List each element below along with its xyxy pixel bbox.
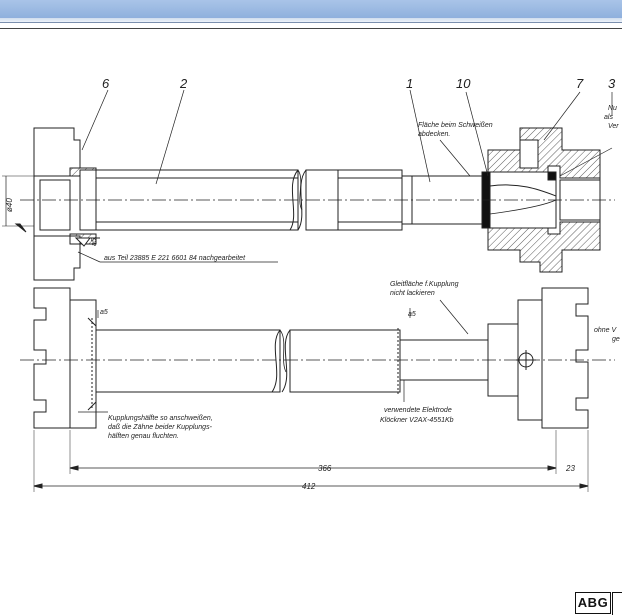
note-weld-cover-line1: Fläche beim Schweißen [418, 122, 493, 129]
note-coupling-line3: hälften genau fluchten. [108, 433, 179, 440]
company-logo: ABG [575, 592, 611, 614]
part-number-6: 6 [102, 76, 110, 91]
part-number-10: 10 [456, 76, 471, 91]
note-coupling-line1: Kupplungshälfte so anschweißen, [108, 415, 213, 422]
dimension-23: 23 [565, 464, 575, 473]
note-right-clipped-bottom-2: ge [612, 336, 620, 343]
note-electrode-line2: Klöckner V2AX-4551Kb [380, 417, 454, 424]
part-number-1: 1 [406, 76, 413, 91]
part-number-2: 2 [179, 76, 188, 91]
diameter-label: ø40 [5, 198, 14, 212]
weld-mark-left: a5 [100, 309, 108, 316]
part-number-labels: 6 2 1 10 7 3 [102, 76, 616, 91]
dimension-labels: 366 412 23 [302, 464, 575, 491]
part-number-7: 7 [576, 76, 584, 91]
note-right-clipped-bottom-1: ohne V [594, 327, 618, 334]
toolbar-strip [0, 18, 622, 23]
note-right-clipped-1: Nu [608, 105, 617, 112]
bottom-elevation-view [20, 287, 615, 492]
note-sliding-surface-line1: Gleitfläche f.Kupplung [390, 281, 459, 288]
top-view-notes: Fläche beim Schweißen abdecken. Nu als V… [5, 105, 619, 262]
dimension-412: 412 [302, 482, 316, 491]
note-source-part: aus Teil 23885 E 221 6601 84 nachgearbei… [104, 255, 246, 262]
weld-size-label-top: a5 [91, 238, 98, 246]
part-number-3: 3 [608, 76, 616, 91]
right-coupling-flange-7 [487, 127, 601, 179]
bottom-view-notes: Gleitfläche f.Kupplung nicht lackieren v… [100, 281, 620, 440]
top-section-view [2, 89, 615, 281]
dimension-366: 366 [318, 464, 332, 473]
left-coupling-flange-bottom [33, 287, 71, 429]
right-coupling-flange-bottom [541, 287, 589, 429]
note-electrode-line1: verwendete Elektrode [384, 407, 452, 414]
window-title-bar [0, 0, 622, 18]
note-weld-cover-line2: abdecken. [418, 131, 450, 138]
title-block-corner [612, 592, 622, 615]
note-right-clipped-2: als [604, 114, 613, 121]
page-top-rule [0, 28, 622, 29]
note-coupling-line2: daß die Zähne beider Kupplungs- [108, 424, 213, 431]
note-sliding-surface-line2: nicht lackieren [390, 290, 435, 297]
note-right-clipped-3: Ver [608, 123, 619, 130]
weld-mark-right: a5 [408, 311, 416, 318]
